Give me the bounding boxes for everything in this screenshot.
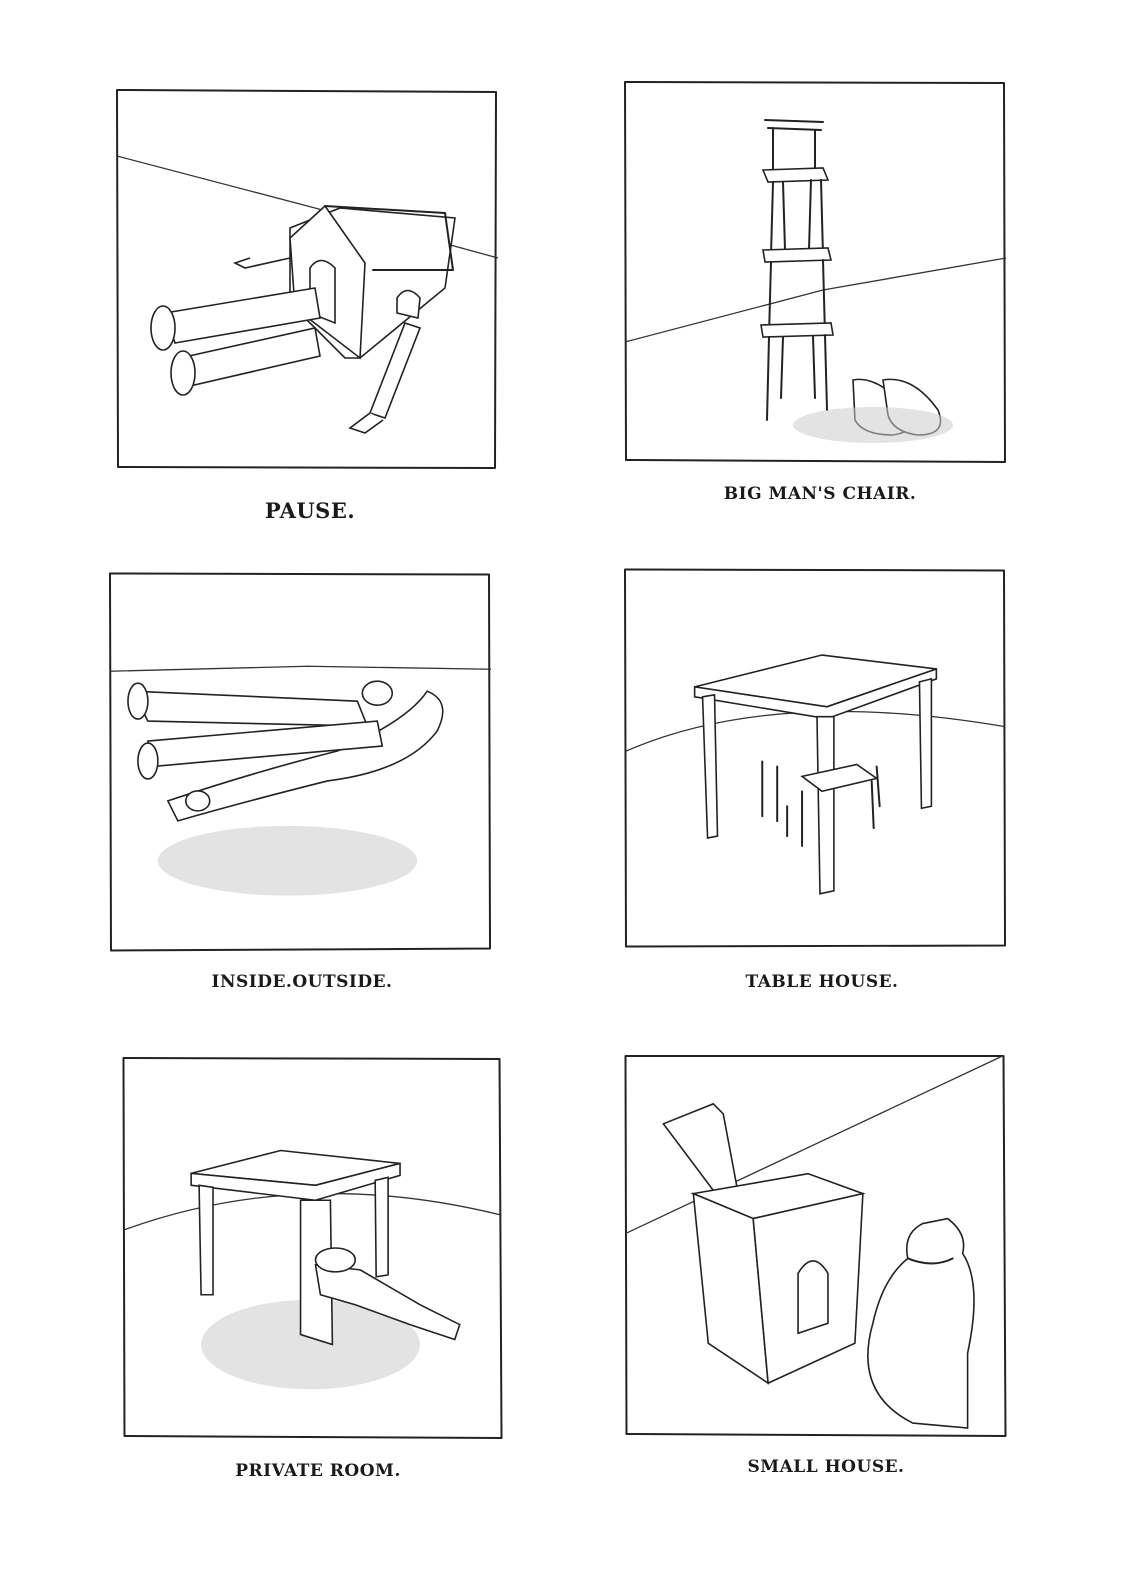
caption-inside-outside: INSIDE.OUTSIDE. bbox=[211, 972, 393, 992]
caption-private-room: PRIVATE ROOM. bbox=[235, 1461, 401, 1481]
illustration-table-chairs bbox=[623, 568, 1006, 948]
panel-small-house bbox=[623, 1054, 1007, 1437]
illustration-chair-doghouse-dog bbox=[624, 1054, 1007, 1437]
caption-big-mans-chair: BIG MAN'S CHAIR. bbox=[723, 484, 917, 504]
illustration-floating-man bbox=[108, 572, 492, 952]
panel-big-mans-chair bbox=[623, 80, 1007, 463]
caption-small-house: SMALL HOUSE. bbox=[747, 1457, 905, 1477]
panel-table-house bbox=[623, 566, 1006, 948]
illustration-doghouse-man bbox=[116, 89, 499, 469]
caption-pause: PAUSE. bbox=[264, 498, 356, 523]
panel-private-room bbox=[120, 1056, 503, 1439]
panel-inside-outside bbox=[108, 570, 492, 952]
illustration-man-under-table bbox=[122, 1056, 503, 1439]
illustration-stacked-chairs bbox=[624, 81, 1007, 463]
caption-table-house: TABLE HOUSE. bbox=[745, 972, 899, 992]
panel-pause bbox=[115, 88, 499, 470]
